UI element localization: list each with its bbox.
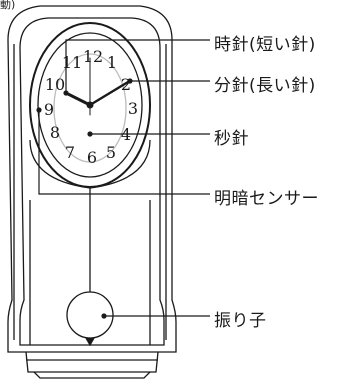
- numeral-10: 10: [45, 75, 65, 94]
- label-hour-hand: 時針(短い針): [214, 35, 316, 55]
- numeral-11: 11: [62, 53, 82, 72]
- label-minute-hand: 分針(長い針): [214, 76, 316, 96]
- leader-sensor: [38, 110, 210, 195]
- hour-hand: [66, 92, 92, 107]
- numeral-1: 1: [107, 53, 117, 72]
- numeral-5: 5: [106, 143, 116, 162]
- case-inner: [19, 17, 165, 346]
- numeral-9: 9: [44, 100, 54, 119]
- case-base: [25, 351, 159, 373]
- numeral-7: 7: [65, 143, 75, 162]
- label-pendulum: 振り子: [214, 311, 267, 331]
- numeral-12: 12: [83, 47, 103, 66]
- numeral-8: 8: [50, 123, 60, 142]
- label-light-sensor: 明暗センサー: [214, 189, 319, 209]
- case-outer: [7, 5, 177, 353]
- dial-frame: [29, 22, 151, 188]
- minute-hand: [88, 80, 130, 107]
- pendulum-window: [29, 200, 151, 345]
- pendulum-tip: [85, 337, 95, 347]
- numeral-6: 6: [87, 148, 97, 167]
- corner-text: 動): [0, 0, 16, 11]
- numeral-3: 3: [128, 99, 138, 118]
- label-second-hand: 秒針: [214, 129, 249, 149]
- leader-hour: [65, 39, 210, 93]
